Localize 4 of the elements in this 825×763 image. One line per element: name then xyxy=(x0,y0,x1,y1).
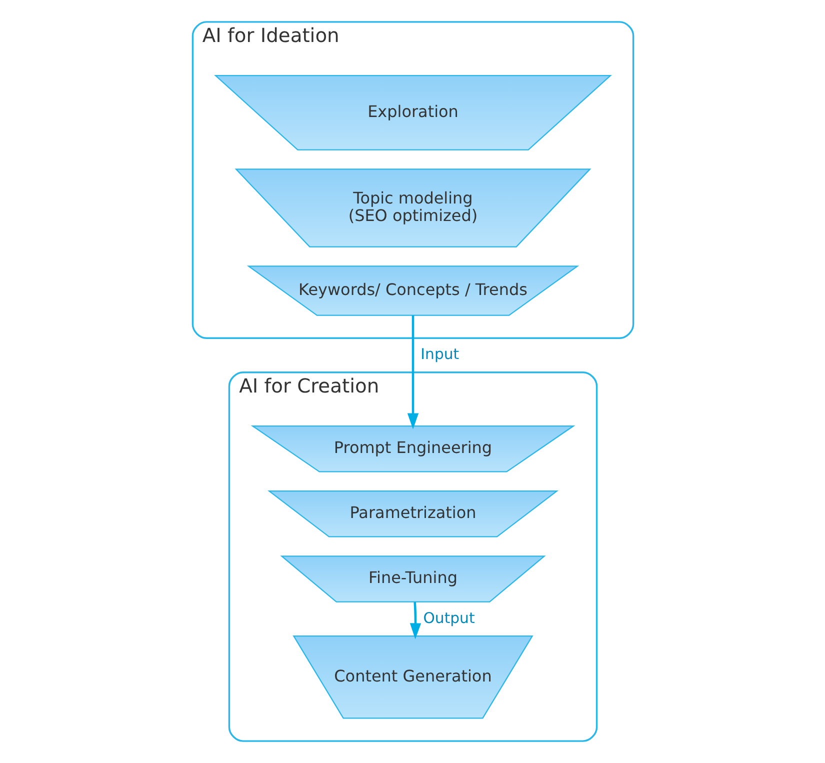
arrow xyxy=(409,602,421,640)
edge-label: Input xyxy=(420,346,459,364)
arrow xyxy=(406,316,418,430)
edge-label: Output xyxy=(422,610,474,627)
